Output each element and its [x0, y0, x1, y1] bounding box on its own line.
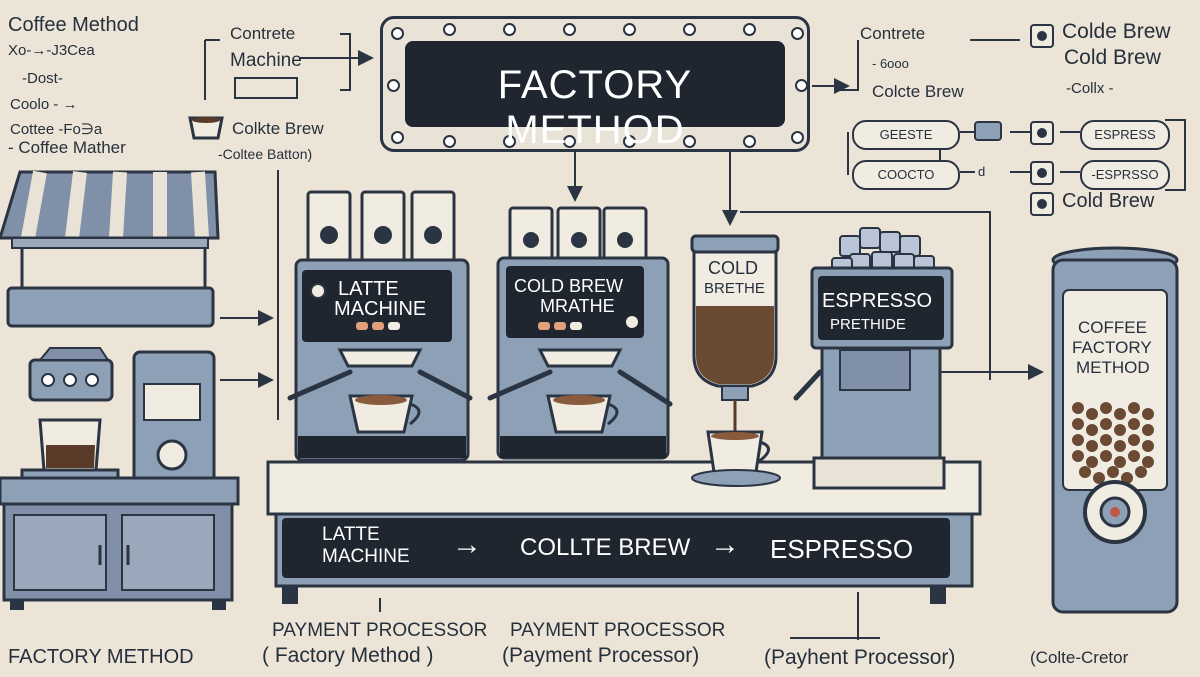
- cold-brew-machine: [487, 206, 673, 460]
- page-title: FACTORY METHOD: [497, 63, 693, 152]
- colte-brew-label: Colkte Brew: [232, 119, 324, 138]
- cold-brew-jar: [690, 234, 781, 487]
- factory-method-sign: FACTORY METHOD: [380, 16, 810, 152]
- machine-label: Machine: [230, 50, 302, 71]
- coffee-cup-icon: [188, 116, 224, 140]
- payment-processor-2: PAYMENT PROCESSOR: [510, 620, 726, 641]
- grinder-label-line1: COFFEE: [1078, 318, 1147, 337]
- cold-panel-line2: MRATHE: [540, 296, 615, 316]
- collx-label: -Collx -: [1066, 80, 1114, 97]
- node-icon: [1030, 192, 1054, 216]
- colde-brew-label: Colde Brew: [1062, 20, 1171, 43]
- note-label: - 6ooo: [872, 56, 909, 71]
- contrete-right-label: Contrete: [860, 24, 926, 43]
- flow-arrow-icon: →: [710, 528, 740, 561]
- espress-pill: ESPRESS: [1080, 120, 1170, 150]
- jar-label-line2: BRETHE: [704, 280, 765, 297]
- jar-label-line1: COLD: [708, 258, 759, 278]
- banner-latte-line1: LATTE: [322, 524, 380, 545]
- cabinet: [0, 476, 240, 610]
- list-item: -Dost-: [22, 70, 63, 87]
- espresso-panel-line1: ESPRESSO: [822, 290, 933, 312]
- latte-panel-line2: MACHINE: [334, 298, 427, 320]
- banner-espresso: ESPRESSO: [770, 534, 914, 564]
- small-d-label: d: [978, 164, 986, 179]
- colte-cretor-label: (Colte-Cretor: [1030, 648, 1129, 667]
- flow-arrow-icon: →: [452, 528, 482, 561]
- footer-factory-method: FACTORY METHOD: [8, 646, 194, 668]
- node-icon: [1030, 121, 1054, 145]
- banner-latte-line2: MACHINE: [322, 546, 410, 567]
- flow-banner: LATTE MACHINE → COLLTE BREW → ESPRESSO: [282, 518, 950, 578]
- machine-box: [234, 77, 298, 99]
- payment-processor-1: PAYMENT PROCESSOR: [272, 620, 488, 641]
- geeste-pill: GEESTE: [852, 120, 960, 150]
- coffee-mather-label: - Coffee Mather: [8, 138, 126, 157]
- payment-processor-2-sub: (Payment Processor): [502, 644, 700, 667]
- node-icon: [1030, 161, 1054, 185]
- payhent-processor: (Payhent Processor): [764, 646, 956, 669]
- coffee-method-heading: Coffee Method: [8, 14, 139, 36]
- node-icon: [1030, 24, 1054, 48]
- espresso-machine: [793, 227, 954, 490]
- list-item: Cottee -Fo∋a: [10, 121, 103, 138]
- connector-lines: [204, 33, 1186, 640]
- cart-illustration: [0, 170, 220, 328]
- colcte-brew-label: Colcte Brew: [872, 82, 964, 101]
- payment-processor-1-sub: ( Factory Method ): [262, 644, 434, 667]
- list-item: Coolo - →: [10, 96, 78, 113]
- small-machines: [20, 347, 216, 492]
- grinder-label-line2: FACTORY: [1072, 338, 1152, 357]
- coocto-pill: COOCTO: [852, 160, 960, 190]
- cold-brew-label: Cold Brew: [1064, 46, 1161, 69]
- contrete-label: Contrete: [230, 24, 296, 43]
- coffee-grinder: [1051, 246, 1179, 614]
- coltee-button-caption: -Coltee Batton): [218, 146, 313, 162]
- grinder-label-line3: METHOD: [1076, 358, 1150, 377]
- latte-machine: [287, 190, 473, 462]
- latte-panel-line1: LATTE: [338, 278, 399, 300]
- cold-brew-bottom-label: Cold Brew: [1062, 190, 1155, 212]
- banner-colte-brew: COLLTE BREW: [520, 534, 691, 561]
- cold-panel-line1: COLD BREW: [514, 276, 624, 296]
- list-item: Xo-→-J3Cea: [8, 42, 95, 59]
- espresso-panel-line2: PRETHIDE: [830, 316, 906, 333]
- espresso-pill: -ESPRSSO: [1080, 160, 1170, 190]
